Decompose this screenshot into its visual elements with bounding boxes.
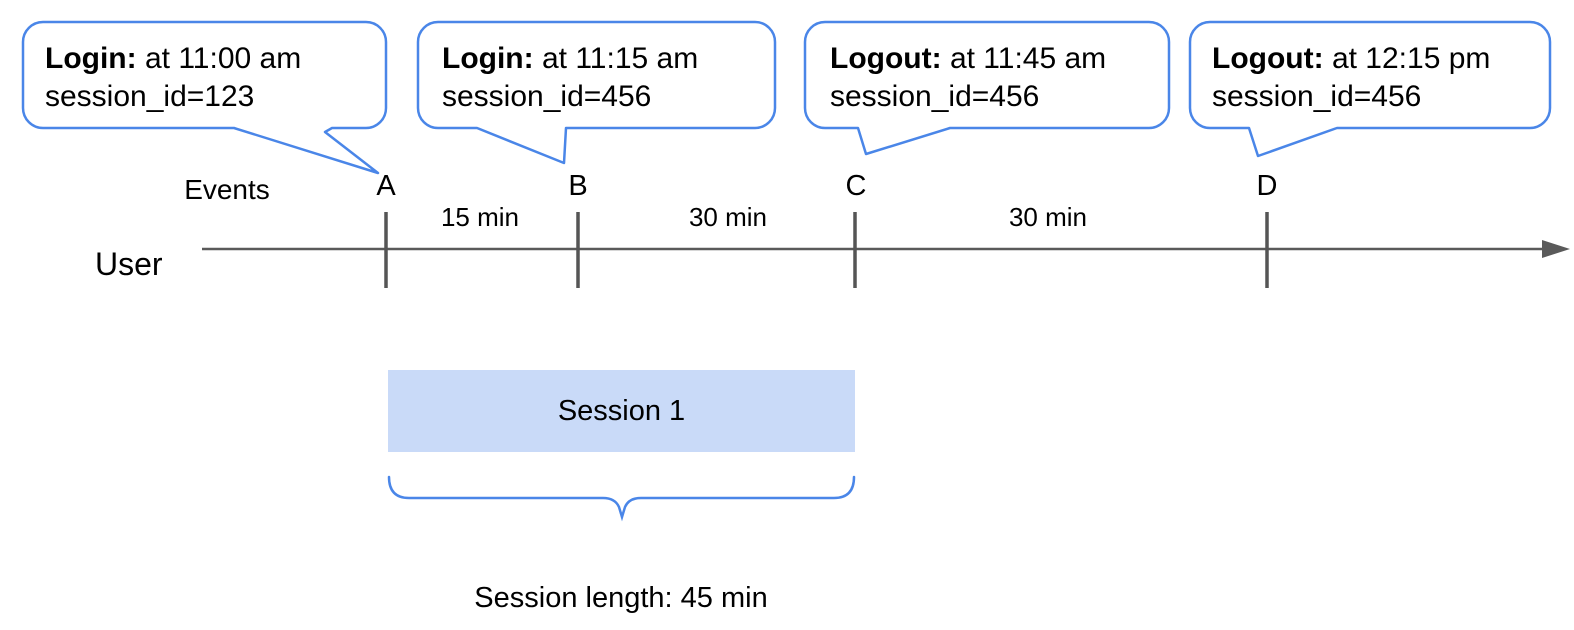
- event-letter-a: A: [376, 170, 396, 202]
- event-letter-c: C: [845, 170, 867, 202]
- session-brace: [387, 475, 856, 522]
- event-callout-d: Logout: at 12:15 pm session_id=456: [1212, 40, 1490, 116]
- event-time-label: at 12:15 pm: [1331, 42, 1491, 75]
- session-box: Session 1: [388, 370, 855, 452]
- interval-label-ab: 15 min: [440, 202, 520, 232]
- event-time-label: at 11:15 am: [541, 42, 699, 75]
- speech-bubble-a: [21, 20, 388, 175]
- interval-label-bc: 30 min: [688, 202, 768, 232]
- speech-bubble-b: [416, 20, 777, 165]
- event-callout-b: Login: at 11:15 am session_id=456: [442, 40, 698, 116]
- event-letter-b: B: [568, 170, 588, 202]
- event-type-label: Logout:: [1212, 42, 1324, 75]
- event-time-label: at 11:00 am: [144, 42, 302, 75]
- user-row-label: User: [95, 246, 163, 282]
- event-type-label: Login:: [442, 42, 534, 75]
- speech-bubble-d: [1188, 20, 1552, 158]
- event-type-label: Logout:: [830, 42, 942, 75]
- event-type-label: Login:: [45, 42, 137, 75]
- event-session-id: session_id=456: [1212, 80, 1422, 113]
- event-session-id: session_id=123: [45, 80, 255, 113]
- events-row-label: Events: [184, 174, 270, 205]
- event-letter-d: D: [1256, 170, 1278, 202]
- event-session-id: session_id=456: [442, 80, 652, 113]
- event-session-id: session_id=456: [830, 80, 1040, 113]
- event-callout-c: Logout: at 11:45 am session_id=456: [830, 40, 1106, 116]
- session-length-label: Session length: 45 min: [474, 582, 768, 614]
- event-time-label: at 11:45 am: [949, 42, 1107, 75]
- interval-label-cd: 30 min: [1008, 202, 1088, 232]
- speech-bubble-c: [803, 20, 1171, 156]
- event-callout-a: Login: at 11:00 am session_id=123: [45, 40, 301, 116]
- session-box-label: Session 1: [557, 394, 686, 427]
- timeline-arrowhead: [1542, 240, 1570, 258]
